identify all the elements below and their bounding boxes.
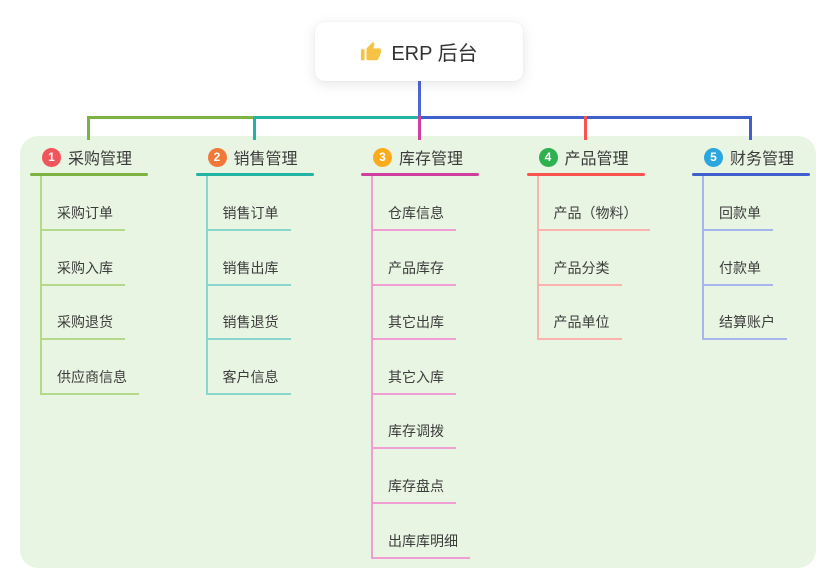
child-node[interactable]: 采购退货 xyxy=(40,314,125,341)
branch-badge: 1 xyxy=(42,147,61,167)
branch-badge: 4 xyxy=(538,147,558,167)
root-node[interactable]: ERP 后台 xyxy=(315,22,523,81)
child-node[interactable]: 产品库存 xyxy=(371,260,456,286)
branch-underline xyxy=(30,173,148,176)
branch-node-1[interactable]: 1 采购管理 xyxy=(42,146,132,168)
root-connector-line xyxy=(417,81,421,119)
children-rail-line xyxy=(536,176,539,341)
branch-drop-line xyxy=(418,116,421,140)
branch-underline xyxy=(195,173,314,176)
child-node[interactable]: 其它出库 xyxy=(371,314,456,341)
branch-badge: 2 xyxy=(207,147,227,167)
branch-label: 财务管理 xyxy=(730,151,795,168)
branch-node-4[interactable]: 4 产品管理 xyxy=(538,146,629,168)
branch-label: 销售管理 xyxy=(233,151,298,168)
branch-label: 采购管理 xyxy=(68,151,133,168)
child-node[interactable]: 采购订单 xyxy=(40,205,125,231)
branch-label: 库存管理 xyxy=(399,151,464,168)
children-rail-line xyxy=(702,176,704,341)
branch-drop-line xyxy=(252,116,256,140)
child-node[interactable]: 销售退货 xyxy=(205,314,291,341)
child-node[interactable]: 产品（物料） xyxy=(536,205,650,231)
branch-node-5[interactable]: 5 财务管理 xyxy=(704,146,794,168)
branch-node-2[interactable]: 2 销售管理 xyxy=(207,146,298,168)
bus-line-segment xyxy=(87,116,256,119)
child-node[interactable]: 其它入库 xyxy=(371,369,456,395)
child-node[interactable]: 出库库明细 xyxy=(371,533,470,559)
child-node[interactable]: 结算账户 xyxy=(702,314,787,341)
child-node[interactable]: 供应商信息 xyxy=(40,369,139,395)
child-node[interactable]: 回款单 xyxy=(702,205,773,231)
child-node[interactable]: 销售出库 xyxy=(205,260,291,286)
child-node[interactable]: 库存调拨 xyxy=(371,423,456,450)
children-rail-line xyxy=(371,176,373,559)
branch-drop-line xyxy=(87,116,90,140)
branches-panel xyxy=(20,136,816,568)
branch-node-3[interactable]: 3 库存管理 xyxy=(373,146,463,168)
child-node[interactable]: 库存盘点 xyxy=(371,478,456,504)
branch-drop-line xyxy=(749,116,752,140)
bus-line-segment xyxy=(252,116,421,119)
branch-badge: 5 xyxy=(704,147,723,167)
child-node[interactable]: 仓库信息 xyxy=(371,205,456,231)
branch-underline xyxy=(692,173,810,176)
child-node[interactable]: 采购入库 xyxy=(40,260,125,286)
child-node[interactable]: 产品单位 xyxy=(536,314,622,341)
child-node[interactable]: 产品分类 xyxy=(536,260,622,286)
root-title: ERP 后台 xyxy=(391,43,478,65)
branch-underline xyxy=(526,173,645,176)
branch-badge: 3 xyxy=(373,147,392,167)
branch-label: 产品管理 xyxy=(564,151,629,168)
branch-underline xyxy=(361,173,479,176)
branch-drop-line xyxy=(583,116,587,140)
child-node[interactable]: 客户信息 xyxy=(205,369,291,395)
child-node[interactable]: 销售订单 xyxy=(205,205,291,231)
child-node[interactable]: 付款单 xyxy=(702,260,773,286)
thumbs-up-icon xyxy=(361,41,382,60)
